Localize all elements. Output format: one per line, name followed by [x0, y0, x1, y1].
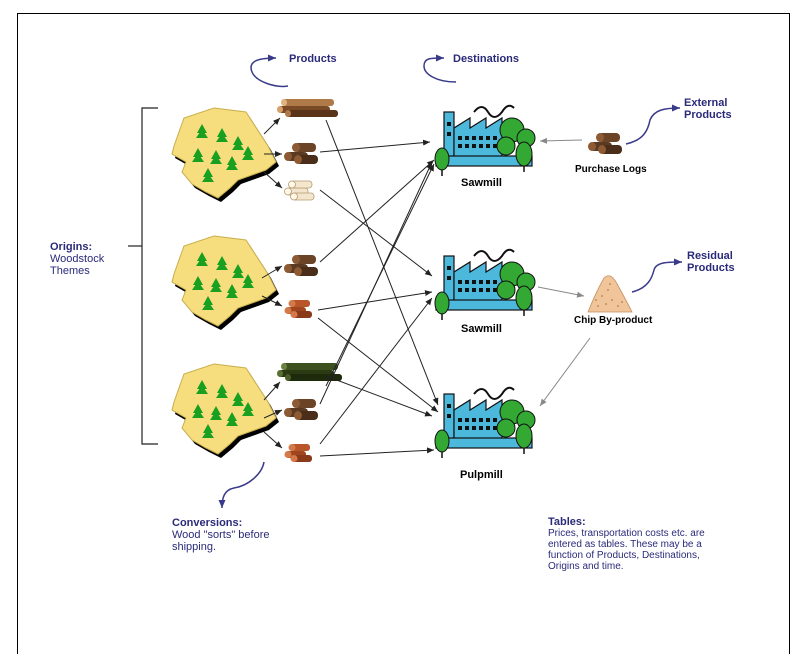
tables-label: Tables: Prices, transportation costs etc…: [548, 516, 705, 573]
forest-origin-icon: [171, 363, 280, 459]
residual-products-label: Residual Products: [687, 250, 735, 274]
sawmill-1-label: Sawmill: [461, 177, 502, 189]
forest-origin-icon: [171, 107, 280, 203]
log-bundle-icon: [284, 399, 318, 420]
destinations-label: Destinations: [453, 53, 520, 65]
log-bundle-icon: [588, 133, 622, 154]
purchase-logs-label: Purchase Logs: [575, 164, 647, 175]
log-bundle-icon: [277, 99, 338, 117]
conversion-arrows: [261, 117, 283, 449]
diagram-frame: [17, 13, 790, 654]
sawmill-2-label: Sawmill: [461, 323, 502, 335]
products-label: Products: [289, 53, 337, 65]
log-bundle-icon: [284, 180, 315, 201]
curved-arrow-icon: [631, 258, 683, 293]
forest-origin-icon: [171, 235, 280, 331]
conversions-label: Conversions: Wood "sorts" before shippin…: [172, 517, 270, 553]
curved-arrow-icon: [423, 54, 457, 83]
chip-byproduct-label: Chip By-product: [574, 315, 653, 326]
chip-pile-icon: [587, 275, 633, 313]
transport-arrows: [317, 119, 439, 457]
pulpmill-label: Pulpmill: [460, 469, 503, 481]
origins-bracket: [128, 107, 158, 445]
curved-arrow-icon: [250, 54, 289, 88]
mill-factory-icon: [434, 386, 536, 459]
tables-title: Tables:: [548, 516, 586, 528]
conversions-title: Conversions:: [172, 517, 243, 529]
log-bundle-icon: [284, 255, 318, 276]
log-bundle-icon: [284, 143, 318, 164]
curved-arrow-icon: [625, 104, 681, 145]
mill-factory-icon: [434, 104, 536, 177]
external-products-label: External Products: [684, 97, 732, 121]
curved-arrow-icon: [218, 461, 265, 509]
origins-title: Origins:: [50, 241, 93, 253]
mill-factory-icon: [434, 248, 536, 321]
log-bundle-icon: [284, 300, 312, 318]
origins-label: Origins: Woodstock Themes: [50, 241, 105, 277]
log-bundle-icon: [284, 444, 312, 462]
